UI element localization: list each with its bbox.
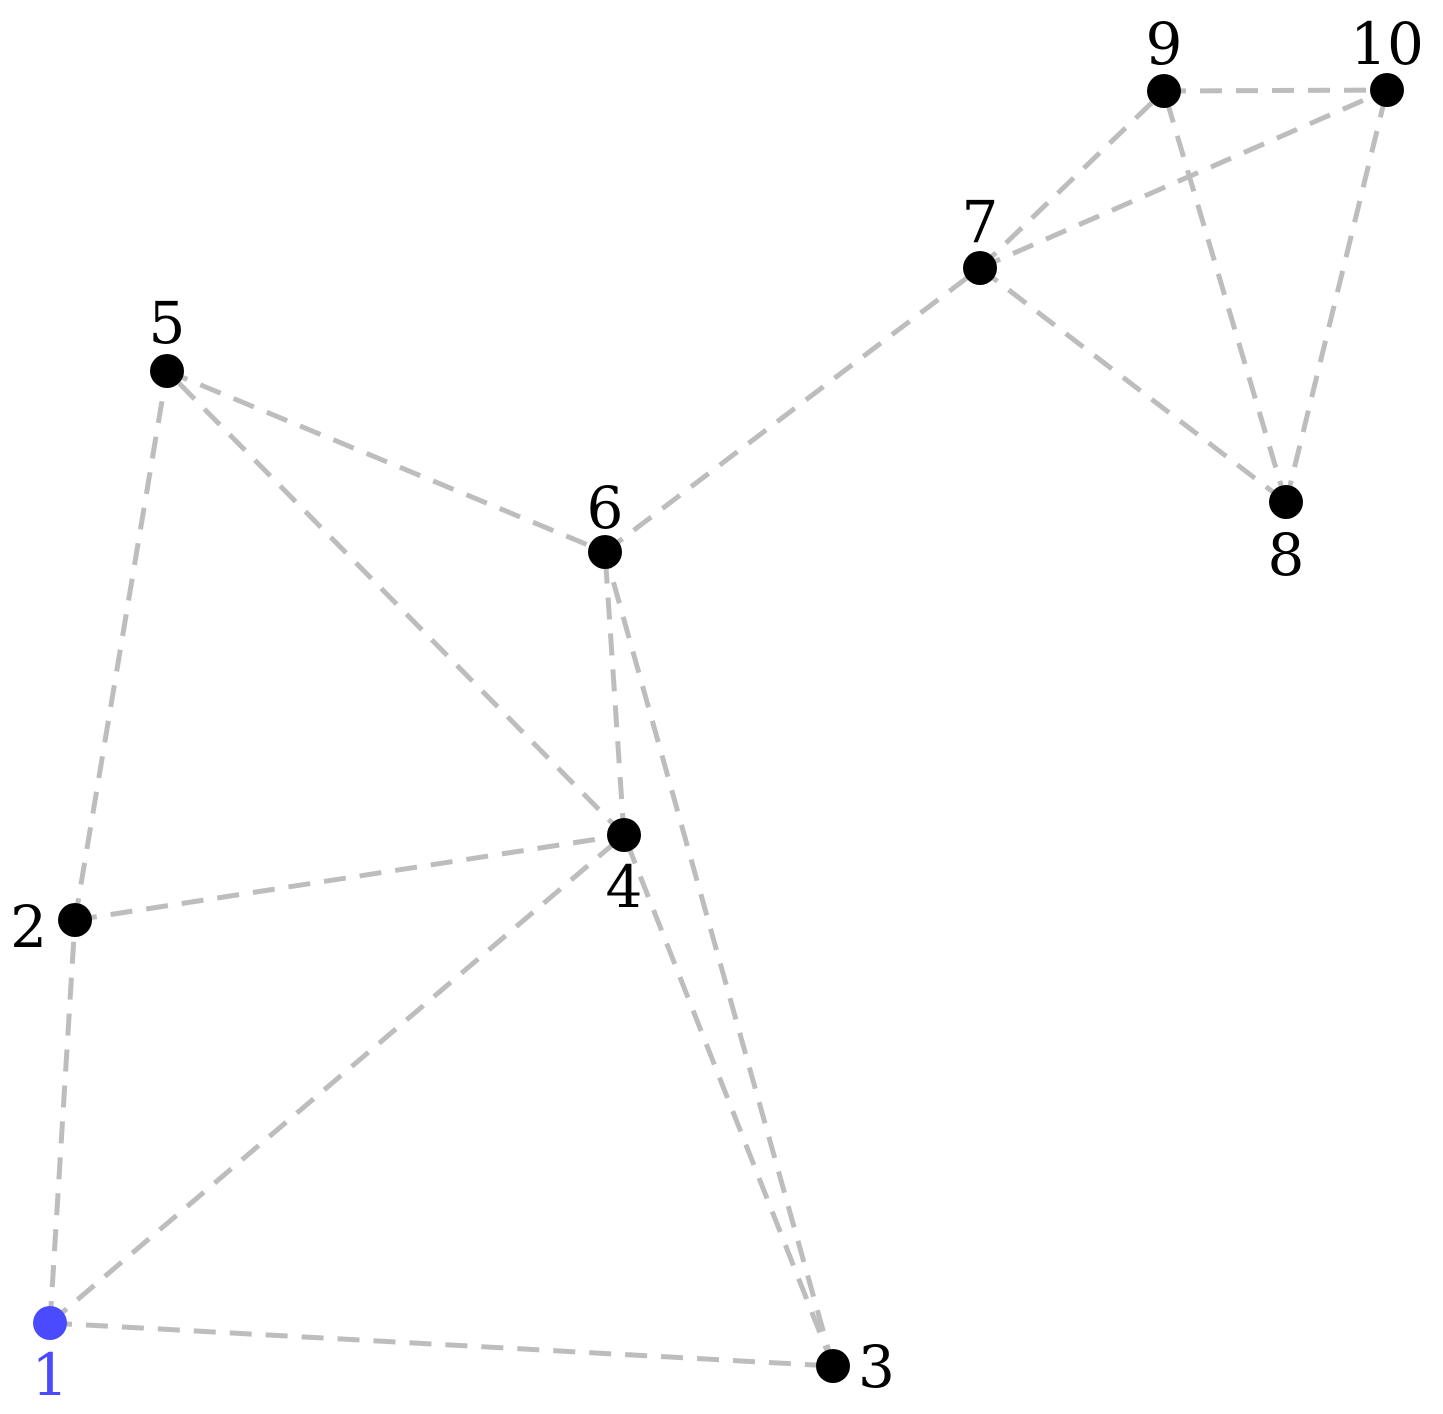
- labels-layer: 1 2 3 4 5 6 7 8 9 10: [10, 10, 1424, 1409]
- nodes-layer: [33, 73, 1404, 1383]
- edge-5-6: [166, 368, 606, 555]
- edge-3-4: [621, 834, 836, 1367]
- node-label-10: 10: [1350, 10, 1424, 78]
- edge-8-10: [1283, 89, 1390, 503]
- node-8: [1269, 485, 1303, 519]
- node-label-8: 8: [1268, 521, 1305, 589]
- edge-2-4: [74, 832, 625, 923]
- edge-7-10: [978, 87, 1389, 271]
- edge-1-4: [48, 833, 626, 1325]
- edge-3-6: [602, 551, 836, 1367]
- node-3: [816, 1349, 850, 1383]
- edge-6-7: [603, 266, 982, 554]
- node-2: [58, 903, 92, 937]
- node-9: [1147, 74, 1181, 108]
- node-7: [963, 251, 997, 285]
- node-1: [33, 1306, 67, 1340]
- node-label-1: 1: [32, 1341, 69, 1409]
- edge-7-8: [978, 266, 1288, 504]
- node-10: [1370, 73, 1404, 107]
- node-4: [607, 818, 641, 852]
- node-label-9: 9: [1146, 10, 1183, 78]
- edge-8-9: [1161, 90, 1289, 503]
- node-label-6: 6: [587, 474, 624, 542]
- node-label-2: 2: [10, 893, 47, 961]
- node-label-5: 5: [149, 289, 186, 357]
- node-label-3: 3: [858, 1333, 895, 1401]
- node-label-7: 7: [962, 188, 999, 256]
- edge-4-6: [602, 551, 627, 836]
- node-label-4: 4: [606, 853, 643, 921]
- edge-9-10: [1163, 87, 1388, 94]
- node-5: [150, 354, 184, 388]
- edge-1-2: [47, 919, 78, 1324]
- edge-2-5: [72, 370, 170, 921]
- edge-4-5: [165, 369, 626, 837]
- node-6: [588, 535, 622, 569]
- edge-1-3: [49, 1320, 834, 1369]
- edge-7-9: [978, 89, 1166, 270]
- edges-layer: [47, 87, 1390, 1369]
